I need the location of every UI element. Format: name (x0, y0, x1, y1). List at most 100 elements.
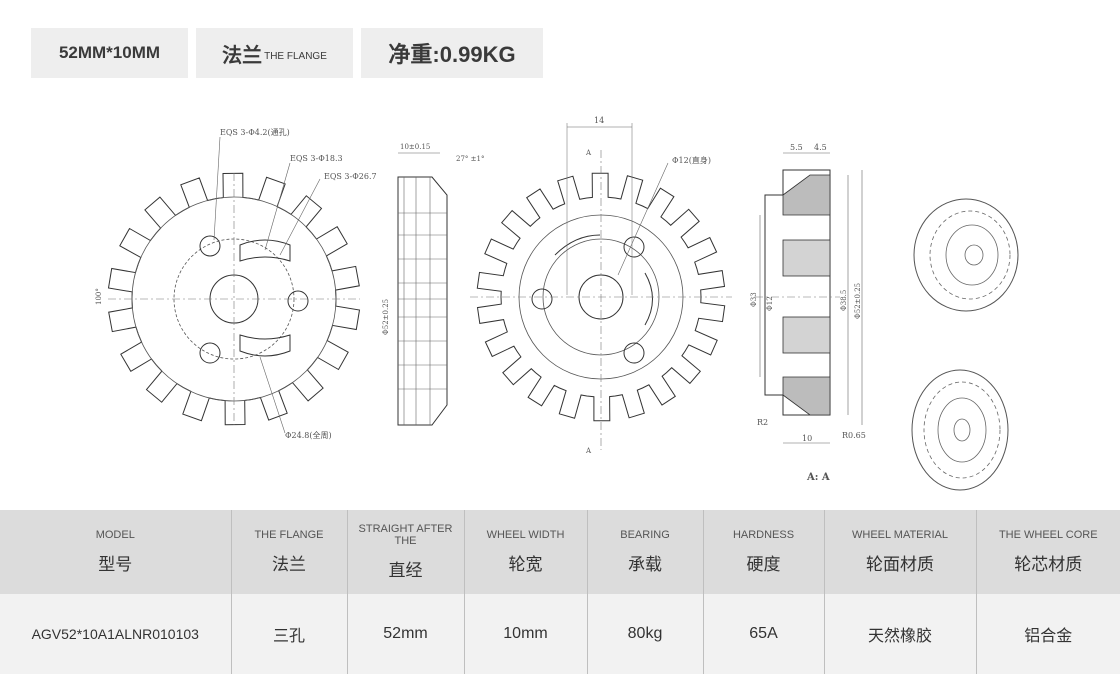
gear1-bore (209, 274, 259, 324)
label-eqs3: EQS 3-Φ26.7 (324, 172, 377, 181)
header-width-en: WHEEL WIDTH (486, 529, 565, 541)
label-r065: R0.65 (842, 431, 866, 440)
gear-front-view: EQS 3-Φ4.2(通孔) EQS 3-Φ18.3 EQS 3-Φ26.7 Φ… (95, 127, 377, 440)
header-hardness-en: HARDNESS (732, 529, 795, 541)
label-dim10: 10±0.15 (400, 143, 430, 151)
flange-en-text: THE FLANGE (264, 50, 327, 62)
gear2-slot-2 (554, 234, 601, 256)
cell-model: AGV52*10A1ALNR010103 (31, 626, 199, 642)
section-tread-bottom (782, 376, 831, 416)
wheel3d-top-core (945, 224, 999, 286)
gear-rear-view: 14 A A Φ12(直身) (470, 116, 732, 455)
label-eqs1: EQS 3-Φ4.2(通孔) (220, 127, 290, 137)
section-hub-bottom (782, 316, 831, 354)
cell-width: 10mm (463, 594, 587, 674)
label-section: A: A (806, 472, 830, 483)
header-diameter: STRAIGHT AFTER THE 直经 (346, 510, 464, 594)
gear-side-view: 10±0.15 27° ±1° Φ52±0.25 (382, 143, 484, 426)
header-flange-cn: 法兰 (272, 555, 306, 574)
header-flange-en: THE FLANGE (254, 529, 324, 541)
wheel3d-bottom-core (937, 397, 987, 463)
section-hub-top (782, 239, 831, 277)
gear2-hole-2 (623, 236, 645, 258)
label-d24: Φ24.8(全周) (285, 430, 332, 440)
label-d12: Φ12(直身) (672, 155, 711, 165)
leader-d12 (617, 162, 669, 276)
gear2-slot-1 (644, 272, 653, 326)
label-markA-bottom: A (585, 447, 592, 455)
label-r2: R2 (757, 418, 768, 427)
label-d52a: Φ52±0.25 (382, 299, 390, 335)
label-d385: Φ38.5 (840, 290, 848, 311)
leader-3 (279, 178, 321, 256)
leader-4 (259, 356, 286, 434)
label-dim55: 5.5 (790, 143, 803, 152)
header-wheel-material-en: WHEEL MATERIAL (852, 529, 948, 541)
header-model: MODEL 型号 (0, 510, 231, 594)
gear1-hole-2 (287, 290, 309, 312)
weight-text: 净重:0.99KG (388, 42, 516, 67)
label-angle100: 100° (95, 288, 103, 305)
cell-flange: 三孔 (230, 594, 347, 674)
cell-wheel-core: 铝合金 (975, 594, 1120, 674)
label-angle: 27° ±1° (456, 155, 484, 163)
label-eqs2: EQS 3-Φ18.3 (290, 154, 343, 163)
leader-1 (213, 136, 221, 241)
header-wheel-material: WHEEL MATERIAL 轮面材质 (823, 510, 976, 594)
header-wheel-material-cn: 轮面材质 (866, 555, 934, 574)
gear1-slot-1 (239, 239, 291, 262)
label-d12b: Φ12 (766, 296, 774, 311)
label-dim10b: 10 (802, 434, 812, 443)
gear1-slot-2 (239, 334, 291, 357)
header-diameter-en: STRAIGHT AFTER THE (358, 523, 453, 547)
label-d52b: Φ52±0.25 (854, 283, 862, 319)
wheel-3d-bottom (911, 369, 1009, 491)
wheel3d-bottom-bore (953, 418, 971, 442)
section-view: 5.5 4.5 Φ33 Φ12 Φ38.5 Φ52±0.25 R2 10 R0.… (750, 143, 866, 483)
size-text: 52MM*10MM (58, 43, 161, 62)
flange-tag: 法兰 THE FLANGE (196, 28, 353, 78)
label-markA-top: A (585, 149, 592, 157)
header-wheel-core-cn: 轮芯材质 (1014, 555, 1083, 574)
wheel3d-bottom-outer (911, 369, 1009, 491)
table-row: AGV52*10A1ALNR010103 三孔 52mm 10mm 80kg 6… (0, 594, 1120, 674)
header-width: WHEEL WIDTH 轮宽 (463, 510, 587, 594)
cell-hardness: 65A (702, 594, 824, 674)
cell-bearing: 80kg (586, 594, 703, 674)
header-bearing-en: BEARING (620, 529, 670, 541)
header-wheel-core: THE WHEEL CORE 轮芯材质 (975, 510, 1120, 594)
gear2-hole-3 (623, 342, 645, 364)
header-wheel-core-en: THE WHEEL CORE (998, 529, 1098, 541)
leader-2 (264, 162, 291, 251)
wheel3d-bottom-ring (923, 381, 1001, 479)
label-dim14: 14 (594, 116, 604, 125)
header-hardness-cn: 硬度 (746, 555, 781, 574)
spec-table: MODEL 型号 THE FLANGE 法兰 STRAIGHT AFTER THE 直… (0, 510, 1120, 674)
header-model-en: MODEL (95, 529, 135, 541)
section-tread-top (782, 174, 831, 216)
header-bearing-cn: 承载 (628, 555, 662, 574)
wheel3d-top-bore (964, 244, 984, 266)
wheel3d-top-outer (913, 198, 1019, 312)
header-width-cn: 轮宽 (508, 555, 543, 574)
label-dim45: 4.5 (814, 143, 827, 152)
size-tag: 52MM*10MM (31, 28, 188, 78)
header-hardness: HARDNESS 硬度 (702, 510, 824, 594)
gear2-hole-1 (531, 288, 553, 310)
header-flange: THE FLANGE 法兰 (230, 510, 347, 594)
spec-header-row: MODEL 型号 THE FLANGE 法兰 STRAIGHT AFTER THE 直… (0, 510, 1120, 594)
wheel-3d-top (913, 198, 1019, 312)
side-outline (397, 176, 448, 426)
gear2-teeth (476, 172, 726, 422)
flange-cn-text: 法兰 (222, 44, 263, 67)
header-model-cn: 型号 (98, 555, 133, 574)
label-d33: Φ33 (750, 292, 758, 307)
cell-wheel-material: 天然橡胶 (823, 594, 976, 674)
gear1-hole-1 (199, 235, 221, 257)
wheel3d-top-ring (929, 210, 1011, 300)
weight-tag: 净重:0.99KG (361, 28, 543, 78)
technical-drawing: EQS 3-Φ4.2(通孔) EQS 3-Φ18.3 EQS 3-Φ26.7 Φ… (95, 116, 1019, 491)
header-diameter-cn: 直经 (388, 561, 423, 580)
header-bearing: BEARING 承载 (586, 510, 703, 594)
gear1-hole-3 (199, 342, 221, 364)
